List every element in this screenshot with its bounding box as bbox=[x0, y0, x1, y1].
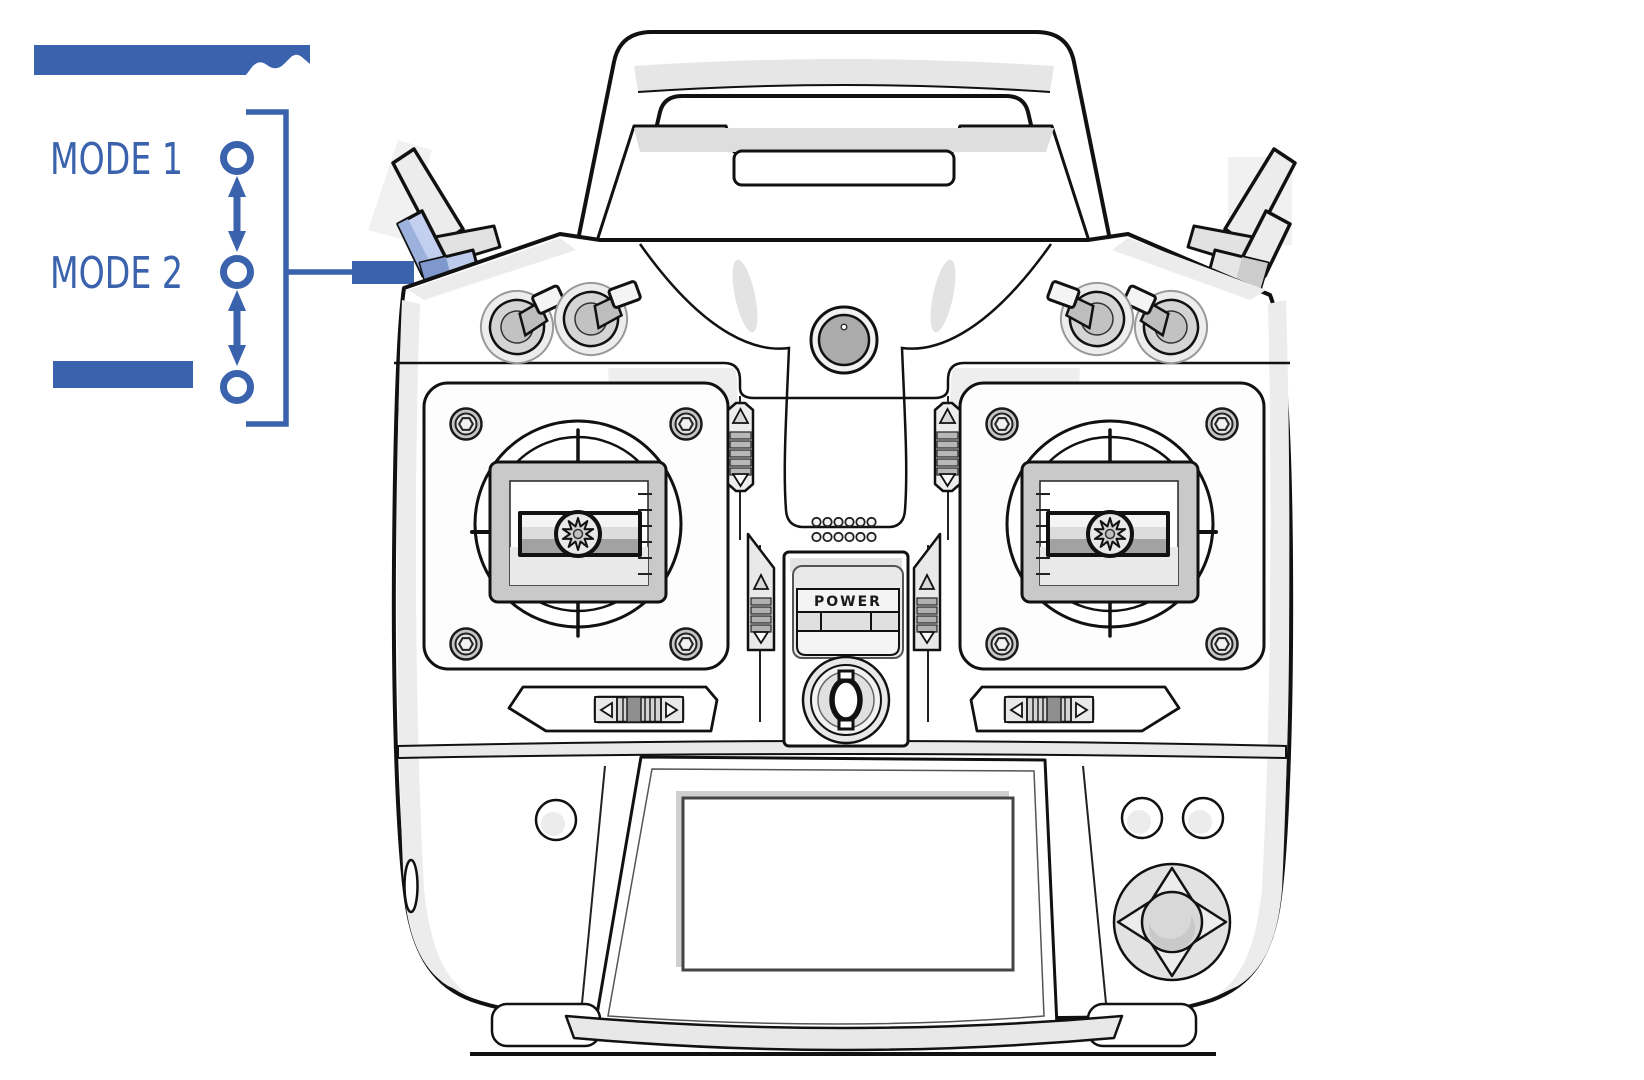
face-accent bbox=[732, 259, 758, 333]
transmitter-illustration: POWER bbox=[368, 30, 1297, 1056]
mode-3-position-marker bbox=[220, 370, 254, 404]
knob-tab bbox=[837, 669, 855, 682]
body-seam-band bbox=[397, 740, 1287, 760]
round-button-left[interactable] bbox=[534, 798, 578, 842]
power-label: POWER bbox=[814, 594, 882, 610]
knob-tab bbox=[837, 718, 855, 731]
legend-bracket bbox=[246, 109, 289, 427]
center-console-outline bbox=[638, 243, 1053, 529]
legend: MODE 1 MODE 2 bbox=[34, 45, 414, 427]
lcd-bezel bbox=[593, 755, 1059, 1037]
toggle-arrow-icon bbox=[228, 290, 246, 366]
pointer-arrow bbox=[352, 261, 414, 284]
body-shading bbox=[1216, 300, 1290, 996]
panel-seam bbox=[1082, 765, 1109, 1025]
legend-title-bar-notch bbox=[246, 54, 310, 75]
body-shading bbox=[396, 300, 470, 996]
bottom-skirt bbox=[564, 1014, 1124, 1052]
round-button-right-1[interactable] bbox=[1120, 796, 1164, 840]
body-shading bbox=[408, 238, 576, 300]
mode-2-position-marker bbox=[220, 255, 254, 289]
face-accent bbox=[930, 259, 956, 333]
mode-1-position-marker bbox=[220, 141, 254, 175]
mode-3-redacted-bar bbox=[53, 361, 193, 388]
round-button-right-2[interactable] bbox=[1181, 796, 1225, 840]
center-button[interactable] bbox=[809, 305, 879, 375]
antenna-cover bbox=[732, 149, 956, 187]
strap-hole bbox=[403, 858, 419, 914]
speaker-grille bbox=[811, 516, 877, 543]
body-seam-line bbox=[394, 361, 1290, 400]
mode-1-label: MODE 1 bbox=[50, 134, 183, 185]
rotary-knob[interactable] bbox=[801, 655, 891, 745]
mode-2-label: MODE 2 bbox=[50, 248, 183, 299]
navigation-pad[interactable] bbox=[1112, 862, 1232, 982]
lcd-screen bbox=[681, 796, 1015, 972]
power-switch[interactable]: POWER bbox=[792, 565, 904, 659]
panel-seam bbox=[579, 765, 606, 1025]
antenna-compartment bbox=[594, 124, 1092, 246]
toggle-arrow-icon bbox=[228, 176, 246, 252]
body-shading bbox=[1112, 238, 1266, 300]
